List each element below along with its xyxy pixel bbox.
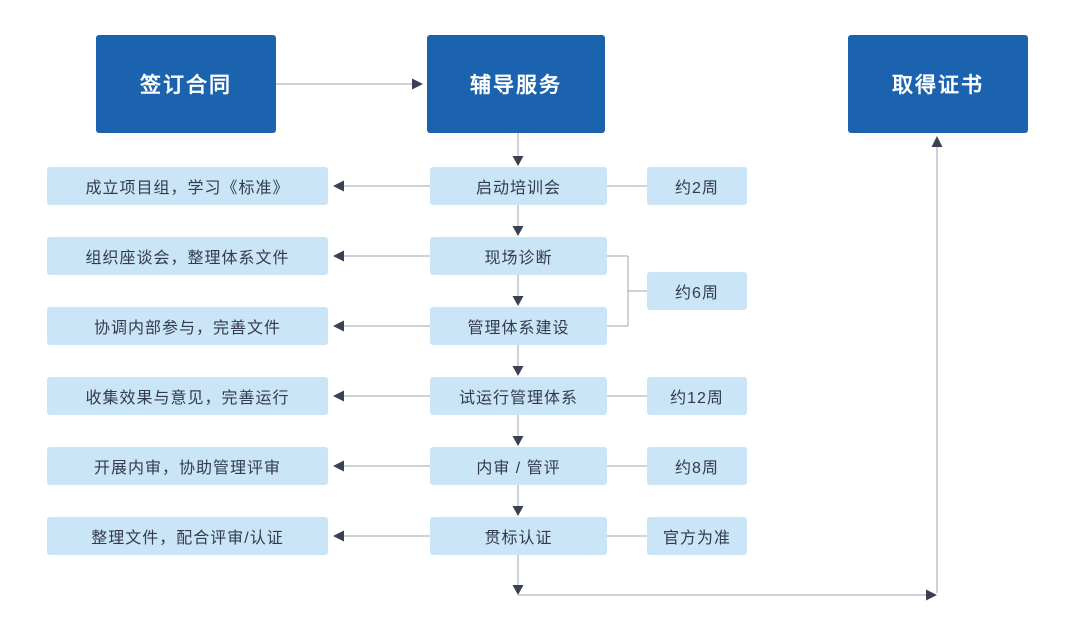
node-duration-2-weeks: 约2周 [647,167,747,205]
node-detail-organize-files: 整理文件，配合评审/认证 [47,517,328,555]
node-step-internal-audit: 内审 / 管评 [430,447,607,485]
node-step-onsite-diagnosis: 现场诊断 [430,237,607,275]
node-duration-12-weeks: 约12周 [647,377,747,415]
node-detail-seminar-docs: 组织座谈会，整理体系文件 [47,237,328,275]
node-step-system-construction: 管理体系建设 [430,307,607,345]
node-step-certification: 贯标认证 [430,517,607,555]
node-obtain-certificate: 取得证书 [848,35,1028,133]
node-step-kickoff-training: 启动培训会 [430,167,607,205]
node-duration-official: 官方为准 [647,517,747,555]
node-coaching-service: 辅导服务 [427,35,605,133]
connector-arrowheads [333,78,943,601]
node-step-trial-run: 试运行管理体系 [430,377,607,415]
node-duration-6-weeks: 约6周 [647,272,747,310]
node-detail-coordinate-improve: 协调内部参与，完善文件 [47,307,328,345]
node-sign-contract: 签订合同 [96,35,276,133]
node-detail-audit-review: 开展内审，协助管理评审 [47,447,328,485]
node-detail-collect-feedback: 收集效果与意见，完善运行 [47,377,328,415]
node-detail-project-team: 成立项目组，学习《标准》 [47,167,328,205]
node-duration-8-weeks: 约8周 [647,447,747,485]
